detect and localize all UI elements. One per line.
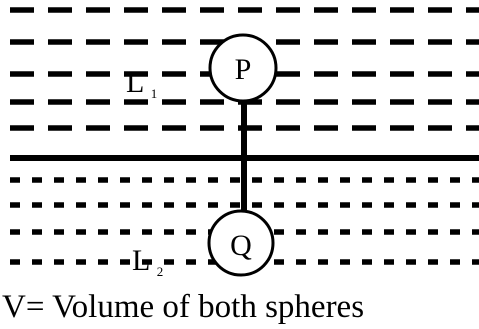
volume-symbol: V: [2, 289, 26, 325]
sphere-q-label: Q: [230, 229, 252, 262]
volume-description: = Volume of both spheres: [25, 289, 365, 325]
sphere-p: [208, 33, 278, 103]
liquid-l2-label: L 2: [132, 244, 163, 279]
liquid-l1-letter: L: [126, 66, 143, 99]
volume-caption: V= Volume of both spheres: [2, 287, 472, 327]
liquid-l2-letter: L: [132, 244, 149, 277]
liquid-l1-label: L 1: [126, 66, 157, 101]
liquid-l2-subscript: 2: [157, 264, 164, 279]
liquid-l1-subscript: 1: [151, 86, 158, 101]
sphere-p-label: P: [235, 53, 252, 86]
sphere-q: [207, 209, 275, 277]
